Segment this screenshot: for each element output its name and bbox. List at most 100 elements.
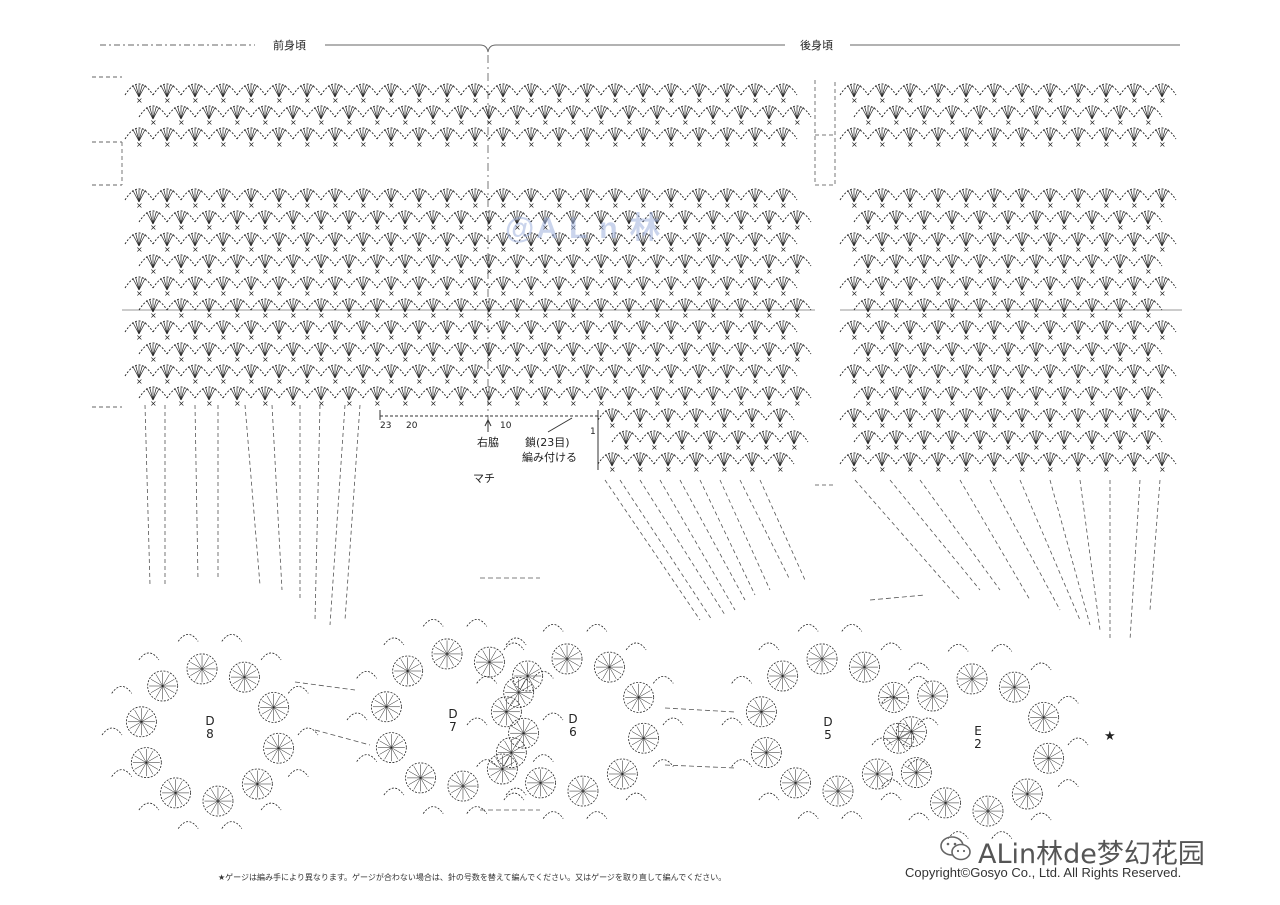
svg-text:×: × bbox=[654, 223, 661, 232]
svg-text:×: × bbox=[556, 96, 563, 105]
svg-text:×: × bbox=[752, 377, 759, 386]
svg-text:×: × bbox=[290, 399, 297, 408]
svg-text:×: × bbox=[528, 245, 535, 254]
svg-text:×: × bbox=[458, 267, 465, 276]
svg-text:×: × bbox=[879, 96, 886, 105]
svg-text:×: × bbox=[584, 377, 591, 386]
svg-text:×: × bbox=[332, 245, 339, 254]
svg-text:×: × bbox=[150, 267, 157, 276]
svg-text:×: × bbox=[514, 311, 521, 320]
svg-text:×: × bbox=[710, 399, 717, 408]
svg-text:×: × bbox=[500, 140, 507, 149]
join-line bbox=[699, 479, 756, 596]
svg-text:×: × bbox=[1075, 421, 1082, 430]
svg-text:×: × bbox=[1131, 245, 1138, 254]
svg-text:×: × bbox=[893, 355, 900, 364]
wechat-icon bbox=[940, 836, 971, 861]
fan-row: ×××××××××××× bbox=[839, 276, 1177, 298]
svg-text:×: × bbox=[640, 140, 647, 149]
svg-text:×: × bbox=[500, 377, 507, 386]
svg-text:×: × bbox=[528, 289, 535, 298]
svg-text:×: × bbox=[276, 377, 283, 386]
svg-text:×: × bbox=[724, 289, 731, 298]
svg-text:×: × bbox=[584, 96, 591, 105]
svg-text:×: × bbox=[556, 245, 563, 254]
svg-text:×: × bbox=[879, 245, 886, 254]
svg-text:×: × bbox=[542, 118, 549, 127]
svg-text:×: × bbox=[668, 377, 675, 386]
svg-text:×: × bbox=[935, 245, 942, 254]
svg-text:×: × bbox=[738, 311, 745, 320]
svg-text:×: × bbox=[388, 333, 395, 342]
motif-number: 7 bbox=[449, 720, 457, 734]
svg-text:×: × bbox=[963, 140, 970, 149]
svg-text:×: × bbox=[444, 140, 451, 149]
svg-text:×: × bbox=[136, 96, 143, 105]
svg-text:×: × bbox=[710, 118, 717, 127]
svg-text:×: × bbox=[893, 267, 900, 276]
joining-lines bbox=[144, 404, 1161, 811]
svg-text:×: × bbox=[609, 421, 616, 430]
svg-text:×: × bbox=[1103, 421, 1110, 430]
svg-text:×: × bbox=[907, 333, 914, 342]
svg-text:×: × bbox=[598, 311, 605, 320]
svg-text:×: × bbox=[710, 355, 717, 364]
svg-text:×: × bbox=[963, 377, 970, 386]
svg-text:×: × bbox=[514, 267, 521, 276]
svg-text:×: × bbox=[1145, 118, 1152, 127]
svg-text:×: × bbox=[707, 443, 714, 452]
svg-text:×: × bbox=[472, 245, 479, 254]
svg-text:×: × bbox=[192, 201, 199, 210]
svg-text:×: × bbox=[1103, 140, 1110, 149]
svg-text:×: × bbox=[1019, 465, 1026, 474]
join-line bbox=[919, 479, 1001, 591]
fan-row: ×××××××××××××××××××××××× bbox=[124, 83, 798, 105]
fan-row: ×××××××××××××××××××××××× bbox=[124, 276, 798, 298]
svg-text:×: × bbox=[977, 355, 984, 364]
svg-text:×: × bbox=[430, 311, 437, 320]
motif-link bbox=[664, 707, 736, 713]
svg-text:×: × bbox=[234, 118, 241, 127]
svg-text:×: × bbox=[626, 118, 633, 127]
svg-text:×: × bbox=[388, 377, 395, 386]
svg-text:×: × bbox=[486, 355, 493, 364]
svg-text:×: × bbox=[654, 355, 661, 364]
svg-text:×: × bbox=[402, 223, 409, 232]
svg-text:×: × bbox=[318, 399, 325, 408]
svg-text:×: × bbox=[430, 223, 437, 232]
svg-text:×: × bbox=[262, 267, 269, 276]
svg-text:×: × bbox=[1089, 118, 1096, 127]
fan-row: ×××××××××××××××××××××××× bbox=[124, 364, 798, 386]
svg-text:×: × bbox=[514, 223, 521, 232]
svg-text:×: × bbox=[472, 377, 479, 386]
svg-text:×: × bbox=[542, 223, 549, 232]
svg-text:×: × bbox=[879, 333, 886, 342]
motif bbox=[466, 624, 684, 819]
svg-text:×: × bbox=[206, 223, 213, 232]
svg-text:×: × bbox=[472, 96, 479, 105]
svg-text:×: × bbox=[1019, 289, 1026, 298]
svg-text:×: × bbox=[178, 399, 185, 408]
svg-text:×: × bbox=[360, 140, 367, 149]
svg-text:×: × bbox=[668, 96, 675, 105]
svg-text:×: × bbox=[738, 223, 745, 232]
svg-text:×: × bbox=[1159, 140, 1166, 149]
svg-text:×: × bbox=[1103, 333, 1110, 342]
svg-text:×: × bbox=[724, 245, 731, 254]
join-line bbox=[329, 404, 346, 626]
svg-text:×: × bbox=[276, 245, 283, 254]
svg-text:×: × bbox=[192, 245, 199, 254]
brand-text: ALin林de梦幻花园 bbox=[978, 839, 1205, 870]
join-line bbox=[344, 404, 361, 621]
svg-text:×: × bbox=[1075, 140, 1082, 149]
svg-text:×: × bbox=[1061, 267, 1068, 276]
fan-row: ×××××××××××× bbox=[839, 364, 1177, 386]
svg-text:×: × bbox=[1033, 311, 1040, 320]
svg-text:×: × bbox=[1047, 96, 1054, 105]
svg-text:×: × bbox=[248, 333, 255, 342]
svg-text:×: × bbox=[150, 311, 157, 320]
svg-text:×: × bbox=[192, 140, 199, 149]
svg-text:×: × bbox=[388, 140, 395, 149]
svg-text:×: × bbox=[584, 333, 591, 342]
